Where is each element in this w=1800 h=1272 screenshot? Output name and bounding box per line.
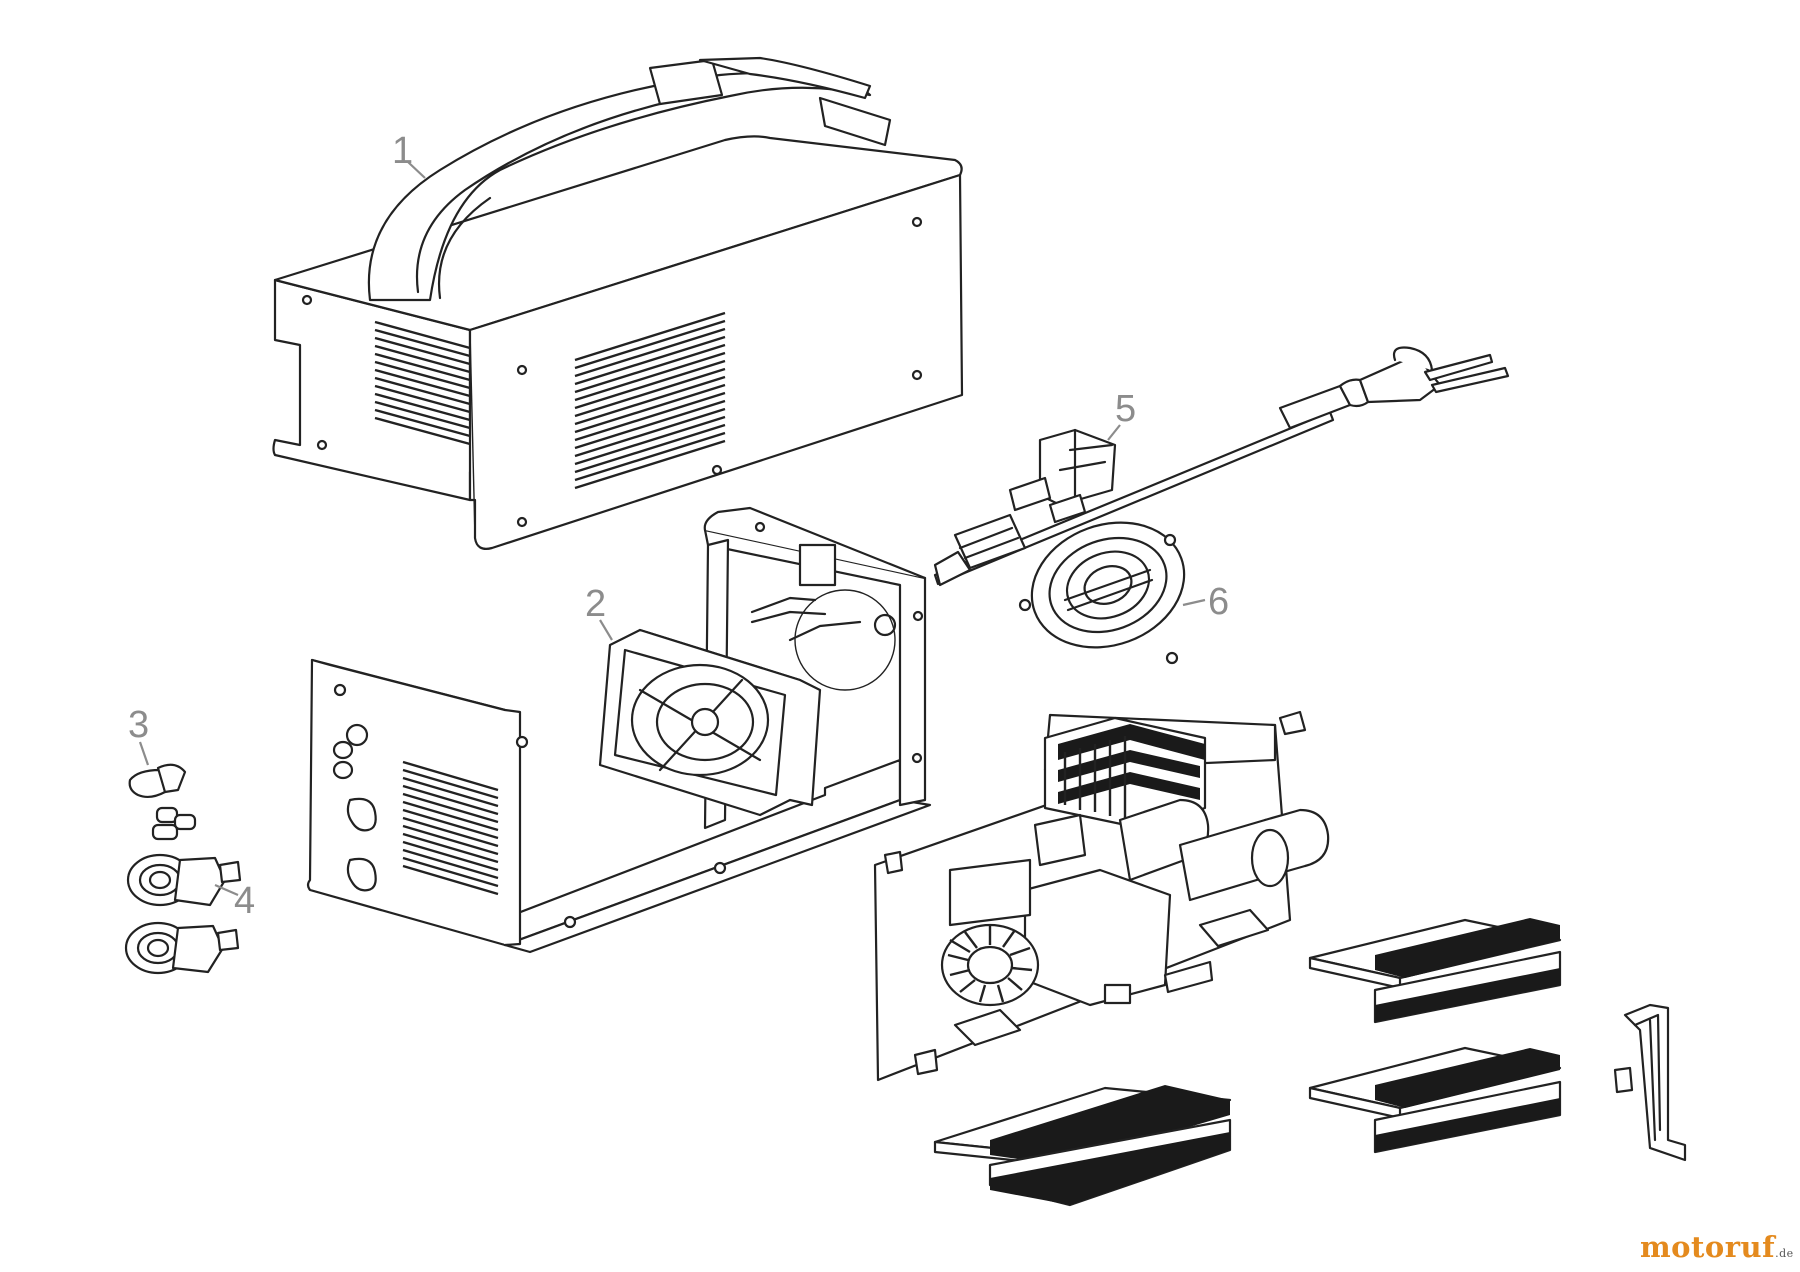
front-panel-holes: [332, 683, 529, 892]
cooling-fan: [598, 628, 822, 817]
carry-strap: [367, 56, 892, 302]
cover-screws: [301, 216, 923, 528]
output-sockets: [124, 853, 242, 975]
control-knobs: [128, 763, 197, 841]
callout-leader-3: [138, 741, 150, 766]
callout-leader-2: [599, 619, 613, 641]
heatsink-lower-right: [1308, 1046, 1562, 1154]
callout-6: 6: [1208, 581, 1230, 623]
callout-leader-1: [407, 161, 426, 179]
heatsink-bottom: [933, 1085, 1232, 1207]
pcb-choke: [940, 923, 1040, 1007]
callout-3: 3: [128, 704, 150, 746]
cover-inner-edge: [469, 329, 476, 539]
chassis-base: [306, 658, 932, 954]
callout-1: 1: [392, 130, 414, 172]
pcb-capacitors: [1118, 798, 1330, 902]
callout-2: 2: [585, 583, 607, 625]
heatsink-upper-right: [1308, 918, 1562, 1024]
fan-guard: [1018, 521, 1186, 665]
front-panel-vent: [402, 760, 499, 896]
callout-leader-4: [214, 883, 239, 897]
pcb-transformer: [1043, 716, 1207, 830]
pcb-main-transformer: [1023, 868, 1172, 1007]
callout-5: 5: [1115, 388, 1137, 430]
callout-leader-5: [1107, 424, 1121, 441]
watermark-suffix: .de: [1775, 1247, 1794, 1260]
cover-top-panel: [273, 135, 963, 332]
power-switch: [1008, 428, 1117, 524]
callout-leader-6: [1182, 598, 1206, 607]
cover-left-vent: [374, 320, 471, 446]
base-floor: [503, 798, 932, 954]
pcb-assembly: [873, 710, 1330, 1082]
watermark-logo: motoruf.de: [1640, 1230, 1794, 1264]
housing-cover: [272, 56, 964, 550]
power-cable: [933, 346, 1510, 587]
watermark-main: motoruf: [1640, 1230, 1776, 1264]
callout-4: 4: [234, 880, 256, 922]
cover-side-vent: [574, 311, 726, 490]
mounting-bracket: [1613, 1003, 1687, 1162]
